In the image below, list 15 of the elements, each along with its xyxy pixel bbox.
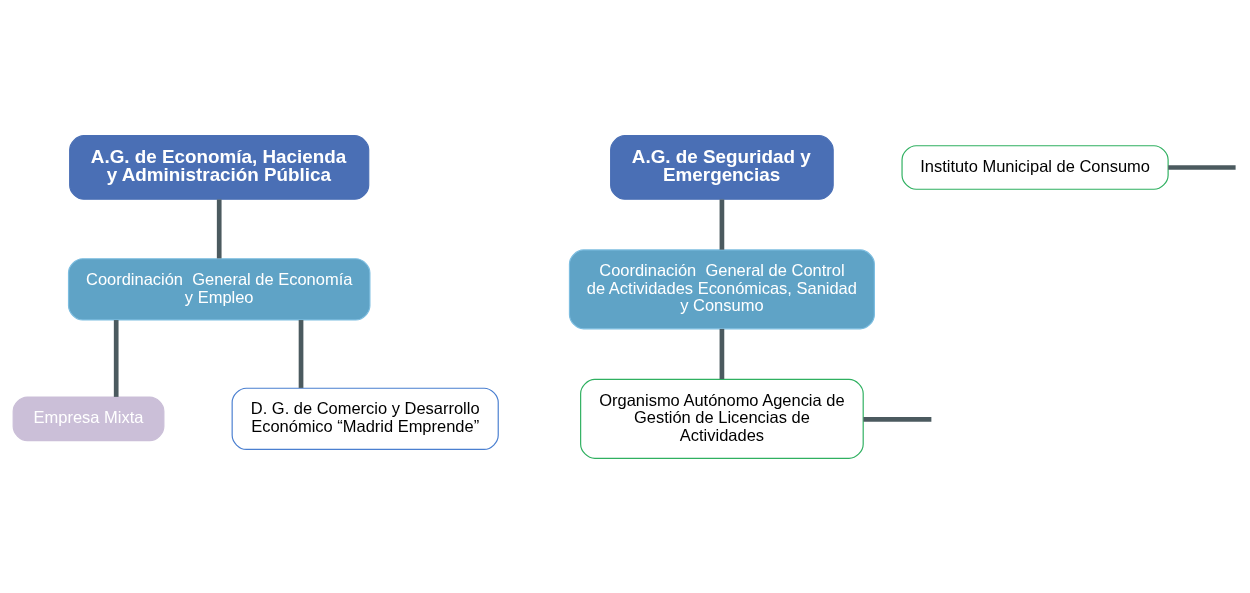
node-box: Coordinación General de Control de Actividades Económicas, Sanidad y Consumo [568,248,875,329]
connector [113,319,119,397]
node-box: Instituto Municipal de Consumo [901,144,1169,190]
node-box: Empresa Mixta [12,396,165,441]
connector [1168,164,1236,170]
node-box: A.G. de Economía, Hacienda y Administración Pública [69,134,370,200]
connector [719,199,725,250]
connector [298,319,304,388]
node-box: A.G. de Seguridad y Emergencias [610,134,834,200]
node-box: Coordinación General de Economía y Empleo [67,257,371,321]
node-box: D. G. de Comercio y Desarrollo Económico “Madrid Emprende” [231,387,499,450]
connector [719,328,725,379]
connector [216,199,222,258]
node-box: Organismo Autónomo Agencia de Gestión de Licencias de Actividades [580,378,864,459]
connector [863,416,932,422]
